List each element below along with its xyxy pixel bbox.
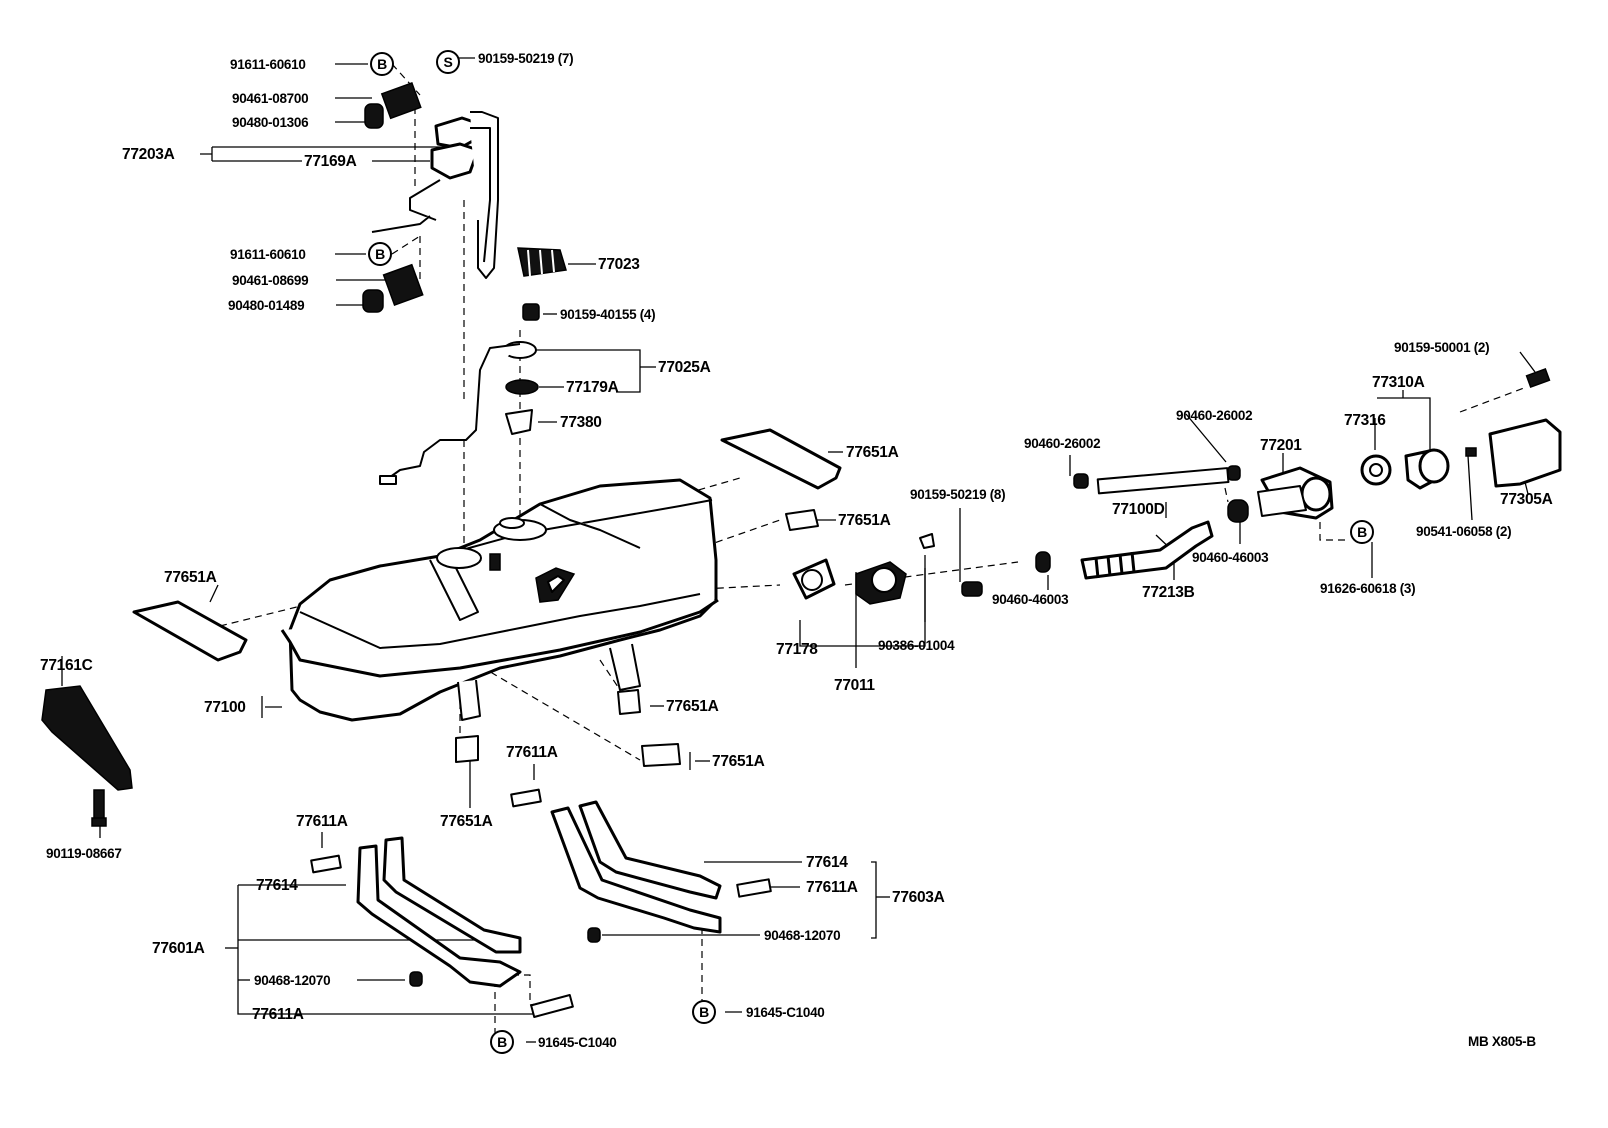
part-label: 77025A — [658, 359, 711, 376]
sender-gauge-77025A — [379, 303, 540, 485]
part-label: 90461-08700 — [232, 91, 308, 106]
part-label: 90159-50219 (8) — [910, 487, 1005, 502]
part-label: 90480-01306 — [232, 115, 309, 130]
straps-bands — [310, 788, 772, 1018]
part-label: 77305A — [1500, 491, 1553, 508]
part-label: 77213B — [1142, 584, 1195, 601]
part-label: 90468-12070 — [764, 928, 840, 943]
pads-77651A — [132, 428, 842, 767]
part-label: 90460-46003 — [1192, 550, 1269, 565]
part-label: 90159-50001 (2) — [1394, 340, 1489, 355]
marker-b: B — [692, 1000, 716, 1024]
pump-bracket-77169A — [362, 81, 499, 313]
filler-assembly — [1035, 367, 1562, 580]
part-label: 91611-60610 — [230, 247, 306, 262]
part-label: 77651A — [666, 698, 719, 715]
part-label: 90541-06058 (2) — [1416, 524, 1511, 539]
part-labels: 91611-60610 90159-50219 (7) 90461-08700 … — [40, 51, 1553, 1050]
part-label: 90159-40155 (4) — [560, 307, 655, 322]
part-label: 77100D — [1112, 501, 1165, 518]
part-label: 90460-26002 — [1024, 436, 1100, 451]
part-label: 91645-C1040 — [538, 1035, 617, 1050]
reference-code: MB X805-B — [1468, 1034, 1536, 1049]
part-label: 77310A — [1372, 374, 1425, 391]
part-label: 90386-01004 — [878, 638, 955, 653]
marker-s: S — [436, 50, 460, 74]
part-label: 77614 — [806, 854, 848, 871]
part-label: 91645-C1040 — [746, 1005, 825, 1020]
marker-label: B — [497, 1034, 507, 1050]
part-label: 90460-46003 — [992, 592, 1069, 607]
part-label: 77023 — [598, 256, 640, 273]
part-label: 77611A — [252, 1006, 304, 1023]
part-label: 90119-08667 — [46, 846, 122, 861]
part-label: 77179A — [566, 379, 619, 396]
pump-assembly-77011 — [792, 533, 983, 605]
part-label: 90480-01489 — [228, 298, 304, 313]
part-label: 77651A — [838, 512, 891, 529]
part-label: 77178 — [776, 641, 818, 658]
marker-label: B — [377, 56, 387, 72]
part-label: 77611A — [806, 879, 858, 896]
marker-b: B — [368, 242, 392, 266]
part-label: 77611A — [506, 744, 558, 761]
part-label: 91626-60618 (3) — [1320, 581, 1415, 596]
marker-label: B — [699, 1004, 709, 1020]
part-label: 77380 — [560, 414, 602, 431]
part-label: 77603A — [892, 889, 945, 906]
part-label: 77316 — [1344, 412, 1386, 429]
part-label: 77614 — [256, 877, 298, 894]
part-label: 77169A — [304, 153, 357, 170]
marker-b: B — [1350, 520, 1374, 544]
part-label: 77601A — [152, 940, 205, 957]
marker-b: B — [370, 52, 394, 76]
leader-lines — [61, 57, 1536, 1043]
part-label: 91611-60610 — [230, 57, 306, 72]
part-label: 77161C — [40, 657, 93, 674]
part-label: 90159-50219 (7) — [478, 51, 573, 66]
cushion-77023 — [517, 247, 567, 277]
protector-77161C — [41, 685, 133, 827]
part-label: 77651A — [846, 444, 899, 461]
part-label: 77201 — [1260, 437, 1302, 454]
fuel-tank-77100 — [280, 478, 719, 722]
part-label: 77651A — [440, 813, 493, 830]
marker-b: B — [490, 1030, 514, 1054]
part-label: 90468-12070 — [254, 973, 330, 988]
marker-label: B — [375, 246, 385, 262]
part-label: 77100 — [204, 699, 246, 716]
part-label: 90460-26002 — [1176, 408, 1252, 423]
part-label: 77203A — [122, 146, 175, 163]
marker-label: B — [1357, 524, 1367, 540]
part-label: 77651A — [164, 569, 217, 586]
part-label: 77011 — [834, 677, 875, 694]
part-label: 77651A — [712, 753, 765, 770]
marker-label: S — [443, 54, 452, 70]
part-label: 77611A — [296, 813, 348, 830]
part-label: 90461-08699 — [232, 273, 308, 288]
